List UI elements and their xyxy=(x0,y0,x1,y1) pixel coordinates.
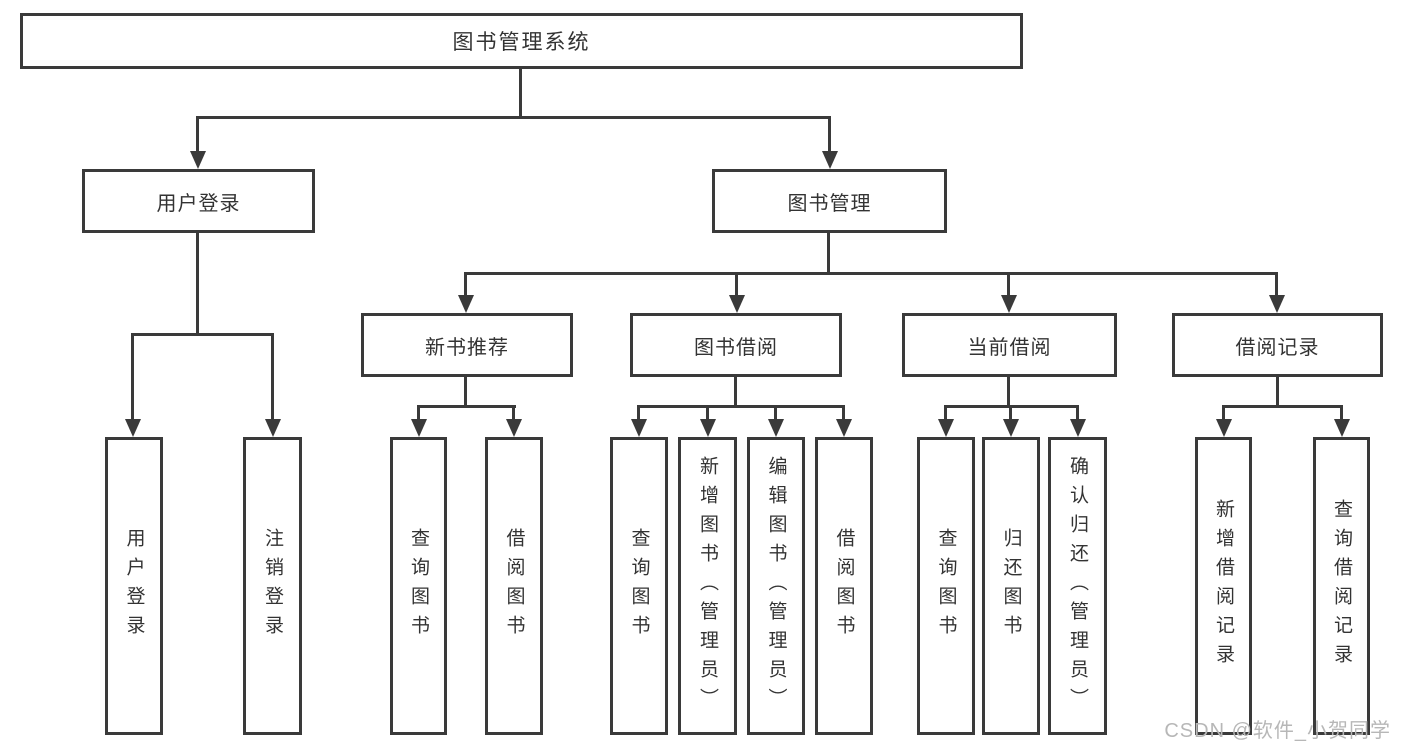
leaf-cb-query-book-label: 查询图书 xyxy=(935,528,957,644)
connector-line xyxy=(417,405,420,421)
connector-line xyxy=(1222,405,1343,408)
leaf-bb-edit-book-label: 编辑图书（管理员） xyxy=(765,455,787,717)
leaf-rec-borrow-book-label: 借阅图书 xyxy=(503,528,525,644)
connector-line xyxy=(512,405,515,421)
arrowhead-icon xyxy=(700,419,716,437)
arrowhead-icon xyxy=(1216,419,1232,437)
leaf-rec-query-book-label: 查询图书 xyxy=(408,528,429,644)
leaf-cb-confirm-return-label: 确认归还（管理员） xyxy=(1067,455,1088,717)
connector-line xyxy=(637,405,640,421)
leaf-logout: 注销登录 xyxy=(243,437,302,735)
leaf-br-query-record: 查询借阅记录 xyxy=(1313,437,1370,735)
node-current-borrow-label: 当前借阅 xyxy=(967,336,1052,359)
connector-line xyxy=(131,333,274,336)
leaf-cb-return-book-label: 归还图书 xyxy=(1000,528,1022,644)
node-book-borrow-label: 图书借阅 xyxy=(694,336,778,359)
leaf-rec-borrow-book: 借阅图书 xyxy=(485,437,543,735)
arrowhead-icon xyxy=(631,419,647,437)
arrowhead-icon xyxy=(190,151,206,169)
connector-line xyxy=(828,116,831,153)
node-book-mgmt-label: 图书管理 xyxy=(787,192,872,215)
arrowhead-icon xyxy=(458,295,474,313)
connector-line xyxy=(827,233,830,274)
arrowhead-icon xyxy=(411,419,427,437)
arrowhead-icon xyxy=(1269,295,1285,313)
leaf-rec-query-book: 查询图书 xyxy=(390,437,447,735)
leaf-user-login-label: 用户登录 xyxy=(123,528,145,644)
connector-line xyxy=(1275,272,1278,297)
connector-line xyxy=(1276,377,1279,408)
arrowhead-icon xyxy=(938,419,954,437)
node-current-borrow: 当前借阅 xyxy=(902,313,1117,377)
node-root: 图书管理系统 xyxy=(20,13,1023,69)
leaf-br-add-record-label: 新增借阅记录 xyxy=(1213,499,1234,673)
node-book-mgmt: 图书管理 xyxy=(712,169,947,233)
node-book-borrow: 图书借阅 xyxy=(630,313,842,377)
leaf-cb-return-book: 归还图书 xyxy=(982,437,1040,735)
connector-line xyxy=(417,405,516,408)
connector-line xyxy=(464,272,467,297)
connector-line xyxy=(196,116,199,153)
arrowhead-icon xyxy=(836,419,852,437)
node-root-label: 图书管理系统 xyxy=(452,31,591,54)
node-new-book-rec: 新书推荐 xyxy=(361,313,573,377)
connector-line xyxy=(464,272,1278,275)
leaf-bb-add-book-label: 新增图书（管理员） xyxy=(697,455,718,717)
connector-line xyxy=(774,405,777,421)
leaf-bb-add-book: 新增图书（管理员） xyxy=(678,437,737,735)
connector-line xyxy=(464,377,467,408)
leaf-cb-confirm-return: 确认归还（管理员） xyxy=(1048,437,1107,735)
connector-line xyxy=(1007,377,1010,408)
connector-line xyxy=(944,405,947,421)
connector-line xyxy=(1222,405,1225,421)
node-user-login-label: 用户登录 xyxy=(156,192,241,215)
leaf-br-add-record: 新增借阅记录 xyxy=(1195,437,1252,735)
connector-line xyxy=(637,405,845,408)
leaf-br-query-record-label: 查询借阅记录 xyxy=(1331,499,1352,673)
leaf-bb-query-book-label: 查询图书 xyxy=(628,528,650,644)
connector-line xyxy=(1009,405,1012,421)
arrowhead-icon xyxy=(1003,419,1019,437)
leaf-cb-query-book: 查询图书 xyxy=(917,437,975,735)
arrowhead-icon xyxy=(506,419,522,437)
connector-line xyxy=(131,333,134,421)
leaf-bb-borrow-book: 借阅图书 xyxy=(815,437,873,735)
node-borrow-records-label: 借阅记录 xyxy=(1235,336,1320,359)
leaf-bb-borrow-book-label: 借阅图书 xyxy=(833,528,855,644)
leaf-bb-query-book: 查询图书 xyxy=(610,437,668,735)
arrowhead-icon xyxy=(1001,295,1017,313)
connector-line xyxy=(196,233,199,335)
arrowhead-icon xyxy=(729,295,745,313)
connector-line xyxy=(519,69,522,119)
connector-line xyxy=(706,405,709,421)
connector-line xyxy=(271,333,274,421)
arrowhead-icon xyxy=(265,419,281,437)
node-new-book-rec-label: 新书推荐 xyxy=(425,336,509,359)
arrowhead-icon xyxy=(1070,419,1086,437)
csdn-watermark: CSDN @软件_小贺同学 xyxy=(1164,720,1391,742)
leaf-user-login: 用户登录 xyxy=(105,437,163,735)
connector-line xyxy=(196,116,831,119)
connector-line xyxy=(1340,405,1343,421)
connector-line xyxy=(1076,405,1079,421)
leaf-bb-edit-book: 编辑图书（管理员） xyxy=(747,437,805,735)
arrowhead-icon xyxy=(822,151,838,169)
arrowhead-icon xyxy=(125,419,141,437)
node-borrow-records: 借阅记录 xyxy=(1172,313,1383,377)
node-user-login: 用户登录 xyxy=(82,169,315,233)
connector-line xyxy=(735,272,738,297)
connector-line xyxy=(1007,272,1010,297)
arrowhead-icon xyxy=(1334,419,1350,437)
connector-line xyxy=(842,405,845,421)
arrowhead-icon xyxy=(768,419,784,437)
connector-line xyxy=(734,377,737,408)
leaf-logout-label: 注销登录 xyxy=(262,528,283,644)
